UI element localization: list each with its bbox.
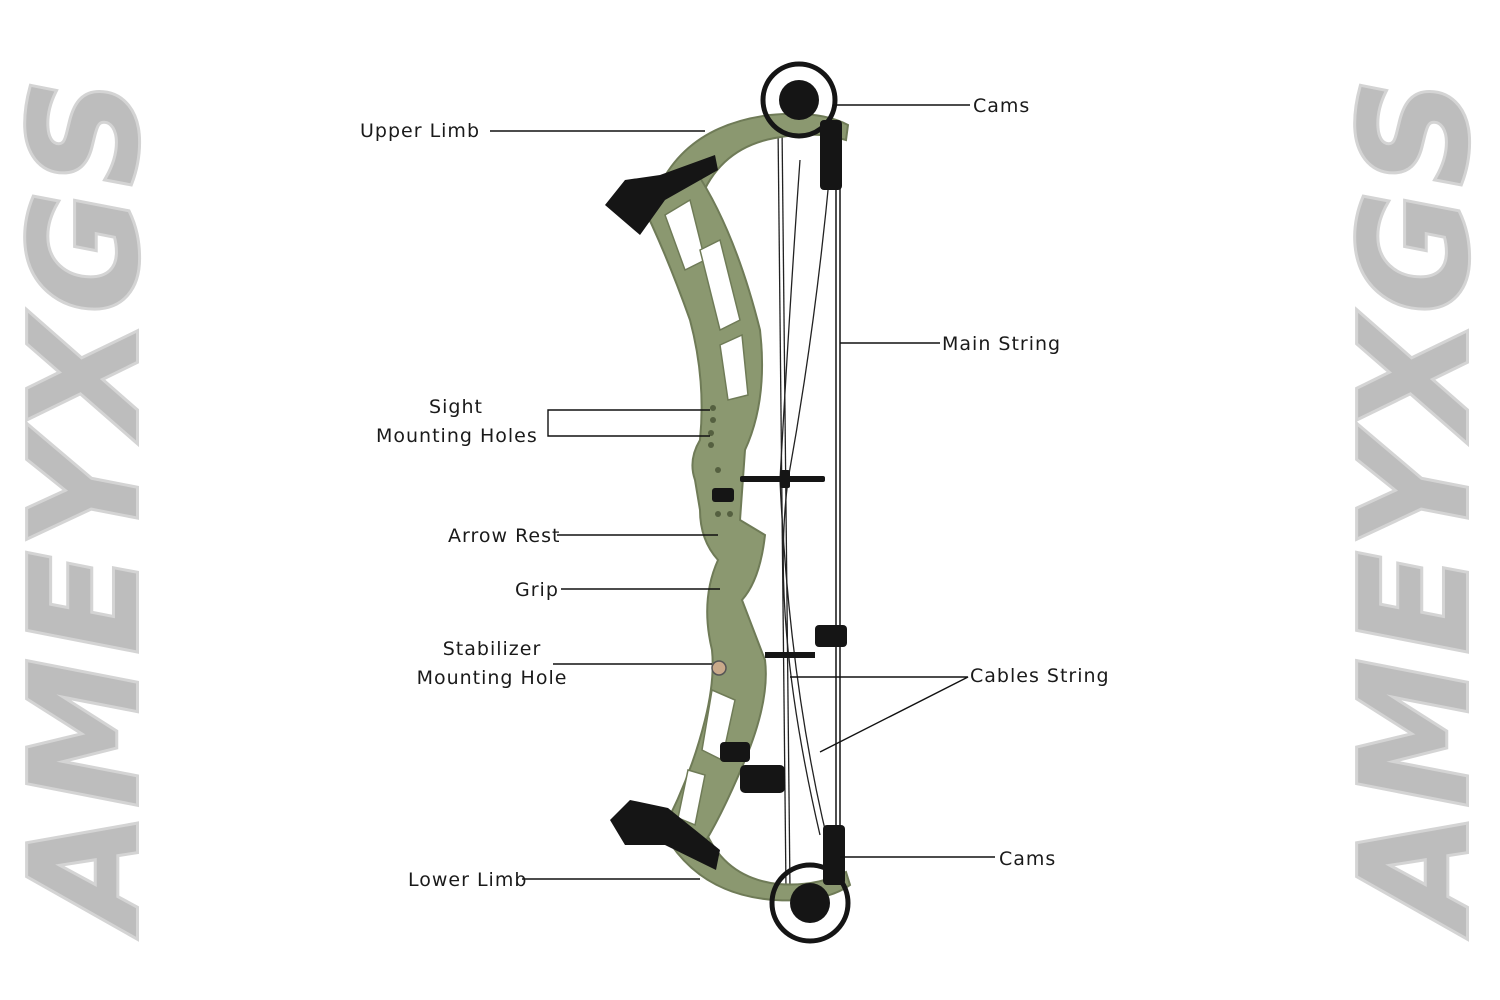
- leader-cables-string: [790, 676, 969, 753]
- label-upper-limb: Upper Limb: [360, 120, 481, 142]
- label-main-string: Main String: [942, 333, 1062, 355]
- arrow-rest: [712, 470, 825, 502]
- string-stop: [720, 742, 785, 793]
- stabilizer-bushing: [711, 625, 847, 676]
- compound-bow-icon: [605, 61, 852, 944]
- label-stabilizer-line2: Mounting Hole: [416, 667, 568, 690]
- cable-strings: [777, 124, 836, 891]
- label-cams-bottom: Cams: [999, 848, 1057, 870]
- label-cables-string: Cables String: [970, 665, 1110, 687]
- label-lower-limb: Lower Limb: [408, 869, 528, 891]
- main-string: [835, 170, 841, 835]
- label-grip: Grip: [515, 579, 559, 601]
- leader-sight-holes: [547, 409, 710, 437]
- upper-limb-shape: [658, 112, 850, 202]
- label-sight-line1: Sight: [429, 396, 483, 418]
- limb-pockets: [605, 155, 720, 870]
- sight-mounting-holes: [708, 405, 733, 517]
- leader-lines: [490, 104, 995, 880]
- label-cams-top: Cams: [973, 95, 1031, 117]
- label-stabilizer-line1: Stabilizer: [442, 638, 542, 660]
- riser-cutouts: [664, 198, 749, 827]
- label-sight-line2: Mounting Holes: [376, 425, 538, 448]
- label-arrow-rest: Arrow Rest: [448, 525, 561, 547]
- top-cam: [760, 61, 842, 190]
- label-stabilizer-mounting-hole: Stabilizer Mounting Hole: [416, 635, 568, 694]
- label-sight-mounting-holes: Sight Mounting Holes: [376, 393, 538, 452]
- bottom-cam: [769, 825, 851, 944]
